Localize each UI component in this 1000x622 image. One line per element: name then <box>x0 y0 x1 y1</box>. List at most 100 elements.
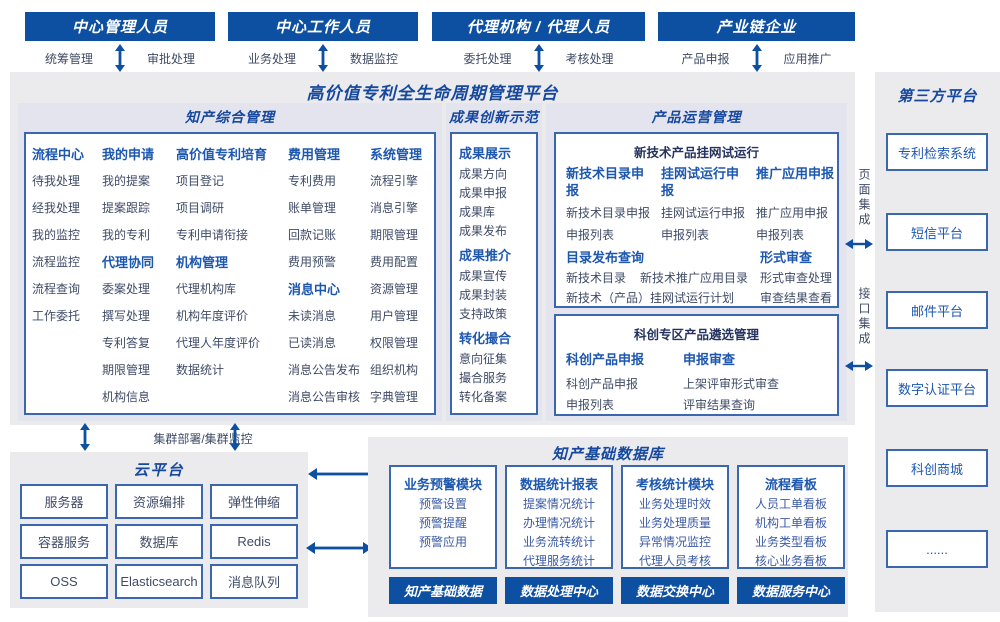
menu-item: 挂网试运行申报 <box>661 205 746 220</box>
menu-item: 成果方向 <box>459 167 508 181</box>
achievement-demo-panel: 成果创新示范 成果展示 成果方向成果申报成果库成果发布 成果推介 成果宣传成果封… <box>446 103 542 421</box>
menu-header: 成果推介 <box>459 247 512 263</box>
cloud-service-box: 消息队列 <box>210 564 298 599</box>
menu-item: 未读消息 <box>288 309 337 323</box>
menu-item: 我的监控 <box>32 228 81 242</box>
menu-item: 新技术目录申报 <box>566 205 651 220</box>
menu-item: 转化备案 <box>459 390 508 404</box>
module-item: 预警设置 <box>418 497 467 511</box>
menu-item: 评审结果查询 <box>683 398 756 412</box>
menu-header: 成果展示 <box>459 145 512 161</box>
menu-item: 已读消息 <box>288 336 337 350</box>
horizontal-double-arrow-icon <box>306 542 372 554</box>
module-item: 提案情况统计 <box>522 497 595 511</box>
role-group-industry-chain: 产业链企业 产品申报 应用推广 <box>658 12 855 75</box>
menu-item: 审查结果查看 <box>760 290 833 305</box>
menu-item: 费用预警 <box>288 255 337 269</box>
achievement-box: 成果展示 成果方向成果申报成果库成果发布 成果推介 成果宣传成果封装支持政策 转… <box>450 132 538 415</box>
menu-item: 成果宣传 <box>459 269 508 283</box>
menu-item: 申报列表 <box>566 398 615 412</box>
db-module-warning: 业务预警模块 预警设置预警提醒预警应用 <box>389 465 497 569</box>
module-item: 预警提醒 <box>418 516 467 530</box>
menu-item: 申报列表 <box>661 227 710 242</box>
menu-item: 字典管理 <box>370 390 419 404</box>
section-title: 云平台 <box>133 462 185 479</box>
module-title: 流程看板 <box>764 477 817 492</box>
role-group-center-managers: 中心管理人员 统筹管理 审批处理 <box>25 12 215 75</box>
ip-management-box: 流程中心 待我处理经我处理我的监控流程监控流程查询工作委托 我的申请 我的提案提… <box>24 132 436 415</box>
platform-title: 高价值专利全生命周期管理平台 <box>306 84 559 103</box>
menu-item: 项目调研 <box>176 201 225 215</box>
product-operation-panel: 产品运营管理 新技术产品挂网试运行 新技术目录申报 新技术目录申报申报列表 挂网… <box>546 103 847 421</box>
role-function-label: 业务处理 <box>247 51 296 66</box>
role-function-label: 统筹管理 <box>44 51 93 66</box>
data-center-button: 数据交换中心 <box>621 577 729 604</box>
menu-header: 消息中心 <box>288 282 341 297</box>
menu-column-promotion-apply: 推广应用申报 推广应用申报申报列表 <box>756 165 841 245</box>
menu-item: 支持政策 <box>459 307 508 321</box>
menu-item: 机构年度评价 <box>176 309 249 323</box>
menu-item: 消息公告审核 <box>288 390 361 404</box>
role-function-label: 委托处理 <box>463 51 512 66</box>
menu-item: 上架评审形式审查 <box>683 377 780 391</box>
cloud-service-box: Redis <box>210 524 298 559</box>
menu-header: 我的申请 <box>102 147 155 162</box>
menu-item: 我的提案 <box>102 174 151 188</box>
menu-item: 流程查询 <box>32 282 81 296</box>
menu-item: 成果封装 <box>459 288 508 302</box>
menu-item: 新技术目录 <box>566 270 627 285</box>
menu-column-new-tech-catalog: 新技术目录申报 新技术目录申报申报列表 <box>566 165 654 245</box>
section-title: 产品运营管理 <box>651 109 742 125</box>
menu-column-sci-product: 科创产品申报 科创产品申报申报列表 <box>566 349 674 415</box>
role-function-label: 审批处理 <box>147 51 196 66</box>
menu-item: 撰写处理 <box>102 309 151 323</box>
menu-item: 权限管理 <box>370 336 419 350</box>
role-function-label: 数据监控 <box>350 51 399 66</box>
third-party-box: 短信平台 <box>886 213 988 251</box>
cloud-service-box: OSS <box>20 564 108 599</box>
menu-item: 流程监控 <box>32 255 81 269</box>
menu-item: 消息引擎 <box>370 201 419 215</box>
menu-column-trial-apply: 挂网试运行申报 挂网试运行申报申报列表 <box>661 165 749 245</box>
db-module-statistics: 数据统计报表 提案情况统计办理情况统计业务流转统计代理服务统计 <box>505 465 613 569</box>
menu-header: 转化撮合 <box>459 330 512 346</box>
menu-item: 撮合服务 <box>459 371 508 385</box>
module-item: 业务处理时效 <box>638 497 711 511</box>
menu-column-fee: 费用管理 专利费用账单管理回款记账费用预警 消息中心 未读消息已读消息消息公告发… <box>288 140 368 410</box>
horizontal-double-arrow-icon <box>845 361 873 371</box>
module-item: 人员工单看板 <box>754 497 827 511</box>
box-title: 新技术产品挂网试运行 <box>633 146 759 160</box>
db-module-assessment: 考核统计模块 业务处理时效业务处理质量异常情况监控代理人员考核 <box>621 465 729 569</box>
menu-item: 专利答复 <box>102 336 151 350</box>
menu-item: 回款记账 <box>288 228 337 242</box>
menu-item: 委案处理 <box>102 282 151 296</box>
box-title: 科创专区产品遴选管理 <box>633 328 759 342</box>
third-party-box: 数字认证平台 <box>886 369 988 407</box>
third-party-box: 邮件平台 <box>886 291 988 329</box>
menu-item: 资源管理 <box>370 282 419 296</box>
menu-header: 目录发布查询 <box>566 250 645 265</box>
menu-column-my-application: 我的申请 我的提案提案跟踪我的专利 代理协同 委案处理撰写处理专利答复期限管理机… <box>102 140 174 410</box>
role-bar: 代理机构 / 代理人员 <box>432 12 645 41</box>
menu-header: 流程中心 <box>32 147 85 162</box>
module-title: 数据统计报表 <box>519 477 598 492</box>
menu-header: 费用管理 <box>288 147 341 162</box>
menu-item: 我的专利 <box>102 228 151 242</box>
menu-item: 账单管理 <box>288 201 337 215</box>
role-function-label: 产品申报 <box>681 51 730 66</box>
data-center-button: 数据处理中心 <box>505 577 613 604</box>
third-party-box: ...... <box>886 530 988 568</box>
third-party-box: 专利检索系统 <box>886 133 988 171</box>
vertical-double-arrow-icon <box>230 423 240 451</box>
menu-item: 流程引擎 <box>370 174 419 188</box>
module-item: 业务类型看板 <box>754 535 827 549</box>
page-integration-label: 页面集成 <box>857 168 871 228</box>
module-item: 机构工单看板 <box>754 516 827 530</box>
cluster-label: 集群部署/集群监控 <box>153 432 253 446</box>
module-item: 核心业务看板 <box>754 554 827 568</box>
menu-header: 形式审查 <box>760 250 813 265</box>
menu-header: 新技术目录申报 <box>566 166 645 198</box>
menu-header: 机构管理 <box>176 255 229 270</box>
menu-item: 形式审查处理 <box>760 270 833 285</box>
menu-item: 科创产品申报 <box>566 377 639 391</box>
